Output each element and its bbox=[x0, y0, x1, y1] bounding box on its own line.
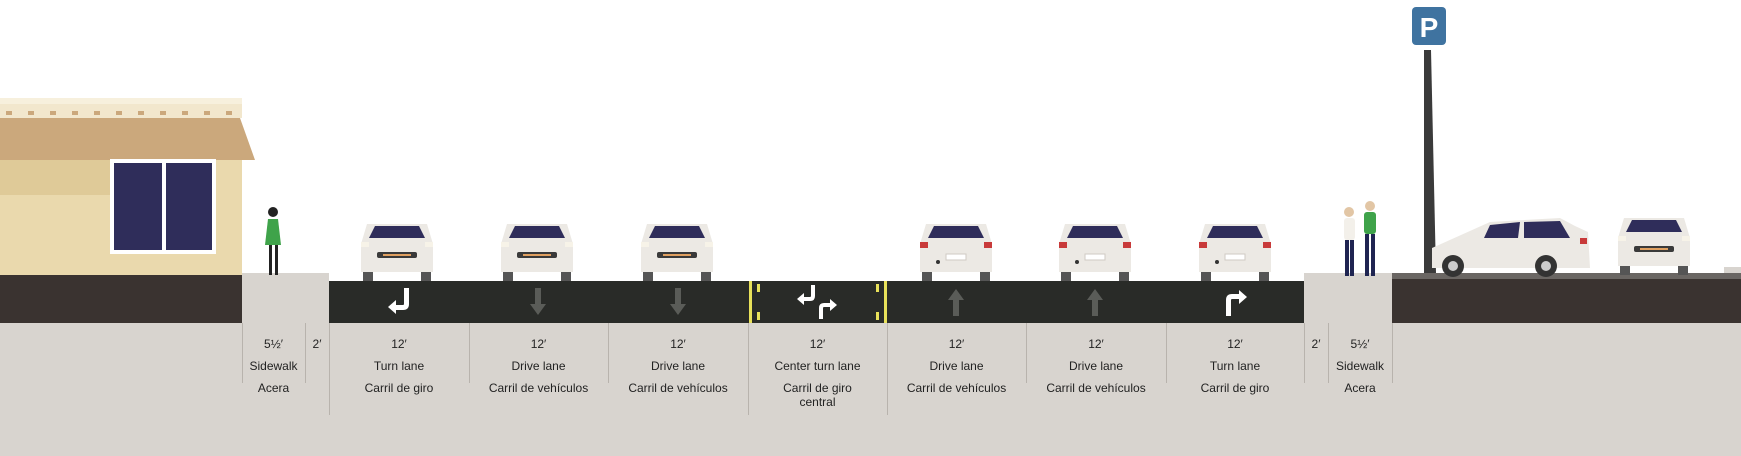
planter-left bbox=[0, 275, 242, 323]
segment-divider bbox=[305, 323, 306, 383]
segment-divider bbox=[329, 323, 330, 415]
car-rear bbox=[919, 223, 993, 282]
center-turn-icon bbox=[797, 285, 837, 319]
parking-sign-letter: P bbox=[1420, 12, 1439, 43]
segment-divider bbox=[887, 323, 888, 415]
segment-width: 12′ bbox=[809, 337, 826, 351]
car-rear bbox=[1058, 223, 1132, 282]
segment-divider bbox=[469, 323, 470, 383]
segment-width: 12′ bbox=[948, 337, 965, 351]
segment-name-es: Acera bbox=[1344, 381, 1376, 395]
segment-divider bbox=[1166, 323, 1167, 383]
segment-width: 12′ bbox=[1227, 337, 1243, 351]
parking-strip bbox=[1392, 275, 1741, 323]
pedestrian bbox=[265, 207, 281, 275]
arrow-down-icon bbox=[670, 288, 686, 315]
segment-divider bbox=[748, 323, 749, 415]
segment-divider bbox=[608, 323, 609, 383]
segment-width: 2′ bbox=[312, 337, 322, 351]
turn-right-icon bbox=[1226, 290, 1247, 316]
turn-left-icon bbox=[388, 288, 409, 314]
segment-name-es: Carril de vehículos bbox=[1046, 381, 1146, 395]
segment-width: 5½′ bbox=[264, 337, 283, 351]
arrow-up-icon bbox=[1087, 289, 1103, 316]
segment-name-es: Carril de vehículos bbox=[628, 381, 728, 395]
segment-name: Drive lane bbox=[929, 359, 984, 373]
segment-label-buffer-right: 2′ bbox=[1304, 323, 1328, 421]
segment-divider bbox=[1392, 323, 1393, 383]
segment-name-es: Carril de vehículos bbox=[906, 381, 1007, 395]
sidewalk-right bbox=[1304, 273, 1392, 323]
segment-name-es: Acera bbox=[257, 381, 290, 395]
segment-width: 12′ bbox=[530, 337, 547, 351]
segment-width: 2′ bbox=[1311, 337, 1321, 351]
segment-name: Center turn lane bbox=[774, 359, 861, 373]
car-rear bbox=[1198, 223, 1272, 282]
segment-name: Drive lane bbox=[511, 359, 566, 373]
ground bbox=[0, 323, 1741, 456]
segment-width: 5½′ bbox=[1350, 337, 1370, 351]
car-front bbox=[1618, 218, 1690, 275]
car-front bbox=[641, 224, 713, 281]
segment-name: Turn lane bbox=[1209, 359, 1261, 373]
segment-name-es: Carril de giro bbox=[364, 381, 434, 395]
segment-label-buffer-left: 2′ bbox=[305, 323, 329, 421]
pedestrian bbox=[1344, 207, 1355, 276]
center-lane-markings bbox=[749, 281, 887, 323]
segment-divider bbox=[1304, 323, 1305, 383]
segment-name-es: Carril de vehículos bbox=[488, 381, 589, 395]
sidewalk-left bbox=[242, 273, 329, 323]
car-front bbox=[501, 224, 573, 281]
segment-divider bbox=[1026, 323, 1027, 383]
segment-width: 12′ bbox=[1088, 337, 1104, 351]
building-left bbox=[0, 98, 255, 275]
segment-name: Drive lane bbox=[1068, 359, 1124, 373]
segment-name: Sidewalk bbox=[1335, 359, 1385, 373]
pedestrian bbox=[1364, 201, 1376, 276]
segment-name: Drive lane bbox=[650, 359, 706, 373]
arrow-down-icon bbox=[530, 288, 546, 315]
segment-name: Sidewalk bbox=[249, 359, 298, 373]
arrow-up-icon bbox=[948, 289, 964, 316]
segment-divider bbox=[1328, 323, 1329, 383]
segment-divider bbox=[242, 323, 243, 383]
segment-width: 12′ bbox=[670, 337, 686, 351]
segment-width: 12′ bbox=[391, 337, 407, 351]
parking-sign: P bbox=[1408, 3, 1450, 273]
parked-car-side bbox=[1432, 218, 1590, 277]
car-front bbox=[361, 224, 433, 281]
roadway bbox=[329, 281, 1304, 323]
segment-name-es: Carril de giro bbox=[1200, 381, 1270, 395]
segment-name: Turn lane bbox=[373, 359, 425, 373]
segment-name-es: Carril de giro central bbox=[783, 381, 852, 410]
